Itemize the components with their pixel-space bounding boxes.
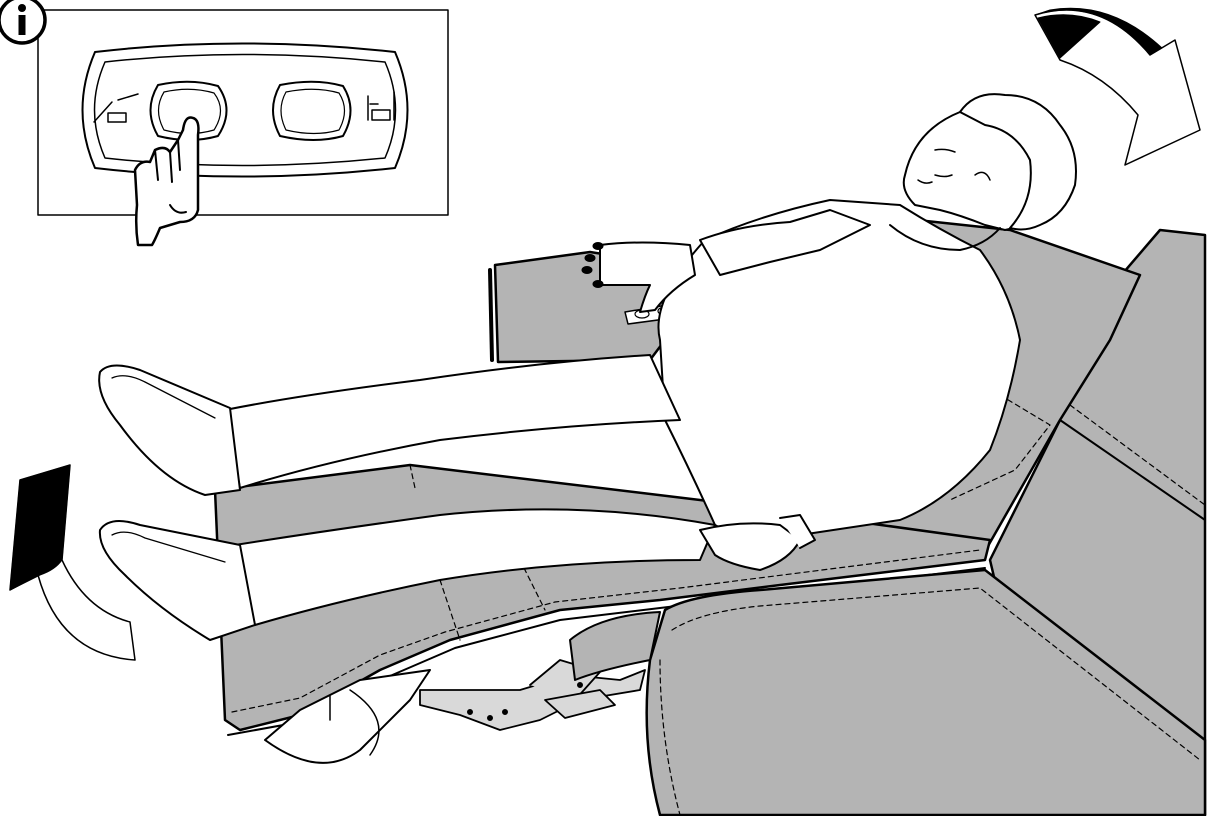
info-icon [0,0,45,43]
recline-in-button[interactable] [273,82,351,140]
info-inset-panel [0,0,448,245]
remote-control-outline [83,44,408,177]
